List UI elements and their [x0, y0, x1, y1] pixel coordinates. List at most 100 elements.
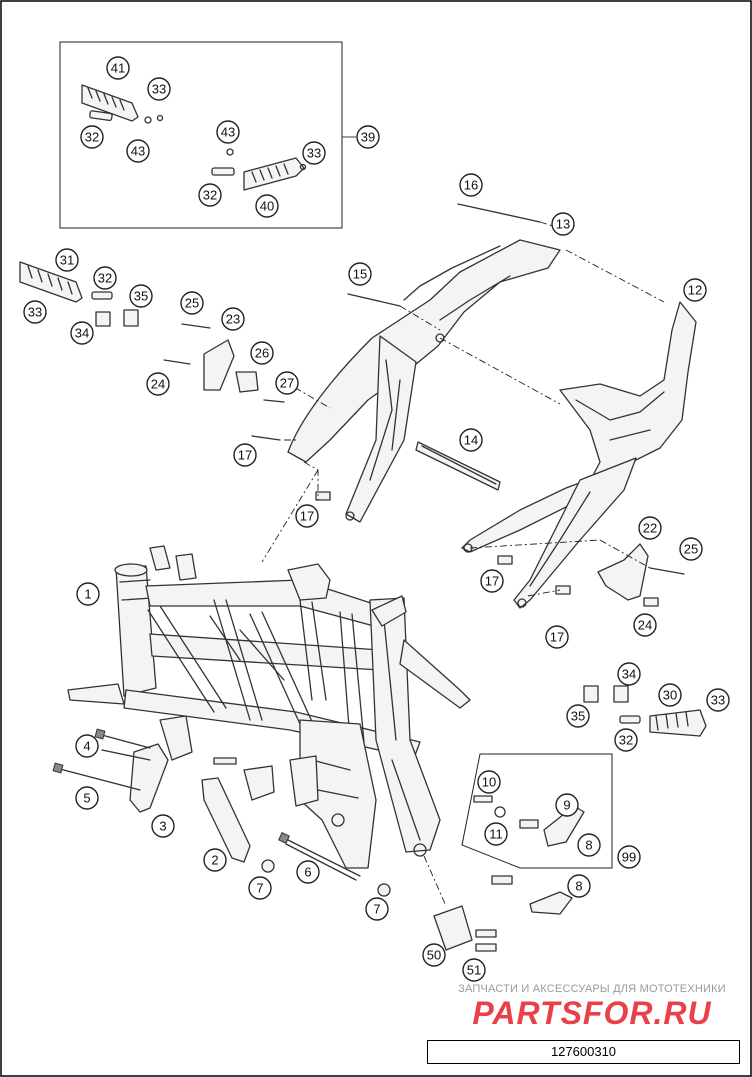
callout-label: 34	[75, 326, 89, 341]
spacer-tube	[415, 441, 501, 491]
callout-32d: 32	[614, 728, 638, 752]
callout-label: 33	[307, 146, 321, 161]
callout-35a: 35	[129, 284, 153, 308]
engine-bracket-lower	[201, 777, 251, 863]
callout-label: 32	[85, 130, 99, 145]
main-frame	[67, 545, 471, 869]
callout-34a: 34	[70, 321, 94, 345]
nut-left	[261, 859, 275, 873]
callout-3: 3	[151, 814, 175, 838]
callout-label: 99	[622, 850, 636, 865]
callout-4: 4	[75, 734, 99, 758]
callout-22: 22	[638, 516, 662, 540]
callout-label: 17	[300, 509, 314, 524]
footpeg-bracket-right	[597, 543, 649, 601]
footpeg-bracket-left	[203, 339, 235, 391]
callout-label: 35	[571, 709, 585, 724]
callout-label: 1	[84, 587, 91, 602]
callout-label: 8	[585, 838, 592, 853]
callout-label: 30	[663, 688, 677, 703]
small-bolts	[163, 203, 685, 952]
callout-13: 13	[551, 212, 575, 236]
callout-label: 43	[221, 125, 235, 140]
callout-12: 12	[683, 278, 707, 302]
bracket-kit-box	[461, 753, 613, 869]
callout-34b: 34	[617, 662, 641, 686]
callout-label: 32	[203, 188, 217, 203]
callout-33d: 33	[706, 688, 730, 712]
callout-label: 25	[185, 296, 199, 311]
callout-label: 17	[485, 574, 499, 589]
callout-label: 31	[60, 253, 74, 268]
callout-label: 6	[304, 865, 311, 880]
callout-label: 15	[353, 267, 367, 282]
callout-label: 3	[159, 819, 166, 834]
callout-label: 50	[427, 948, 441, 963]
callout-label: 51	[467, 963, 481, 978]
callout-label: 34	[622, 667, 636, 682]
callout-label: 11	[489, 827, 503, 842]
callout-33c: 33	[23, 300, 47, 324]
callout-label: 17	[550, 630, 564, 645]
callout-label: 7	[373, 902, 380, 917]
footpeg-kit-box	[59, 41, 343, 229]
callout-11: 11	[484, 822, 508, 846]
callout-label: 9	[563, 798, 570, 813]
callout-24b: 24	[633, 613, 657, 637]
callout-41: 41	[106, 56, 130, 80]
callout-label: 8	[575, 879, 582, 894]
callout-15: 15	[348, 262, 372, 286]
callout-9: 9	[555, 793, 579, 817]
callout-27: 27	[275, 371, 299, 395]
callout-label: 13	[556, 217, 570, 232]
callout-35b: 35	[566, 704, 590, 728]
callout-8a: 8	[577, 833, 601, 857]
drawing-number: 127600310	[427, 1040, 740, 1064]
callout-label: 39	[361, 130, 375, 145]
callout-label: 33	[152, 82, 166, 97]
watermark-logo: PARTSFOR.RU	[472, 996, 711, 1031]
engine-plate	[243, 765, 275, 801]
callout-8b: 8	[567, 874, 591, 898]
callout-label: 32	[98, 271, 112, 286]
callout-label: 23	[226, 312, 240, 327]
bracket-8-lower	[529, 891, 573, 915]
callout-30: 30	[658, 683, 682, 707]
callout-32b: 32	[198, 183, 222, 207]
callout-31: 31	[55, 248, 79, 272]
callout-label: 35	[134, 289, 148, 304]
callout-99: 99	[617, 845, 641, 869]
callout-14: 14	[459, 428, 483, 452]
watermark-brand-text: PARTSFOR.RU	[472, 996, 711, 1031]
callout-label: 40	[260, 199, 274, 214]
callout-43a: 43	[126, 139, 150, 163]
callout-1: 1	[76, 582, 100, 606]
callout-17b: 17	[295, 504, 319, 528]
callout-label: 14	[464, 433, 478, 448]
callout-40: 40	[255, 194, 279, 218]
callout-7b: 7	[365, 897, 389, 921]
callout-label: 33	[28, 305, 42, 320]
callout-5: 5	[75, 786, 99, 810]
bracket-clamp-left	[235, 371, 259, 393]
engine-bracket-front	[129, 743, 169, 813]
callout-16: 16	[459, 173, 483, 197]
callout-label: 26	[255, 346, 269, 361]
callout-25a: 25	[180, 291, 204, 315]
swingarm-bolt	[278, 832, 361, 881]
callout-7a: 7	[248, 876, 272, 900]
callout-label: 27	[280, 376, 294, 391]
footpeg-left-31	[19, 261, 139, 327]
leader-lines	[261, 221, 665, 907]
callout-39: 39	[356, 125, 380, 149]
callout-label: 12	[688, 283, 702, 298]
callout-24a: 24	[146, 372, 170, 396]
callout-label: 24	[638, 618, 652, 633]
kit-footpeg-left	[81, 84, 164, 124]
bracket-50	[433, 905, 473, 951]
callout-10: 10	[477, 770, 501, 794]
callout-label: 10	[482, 775, 496, 790]
callout-label: 41	[111, 61, 125, 76]
callout-label: 33	[711, 693, 725, 708]
